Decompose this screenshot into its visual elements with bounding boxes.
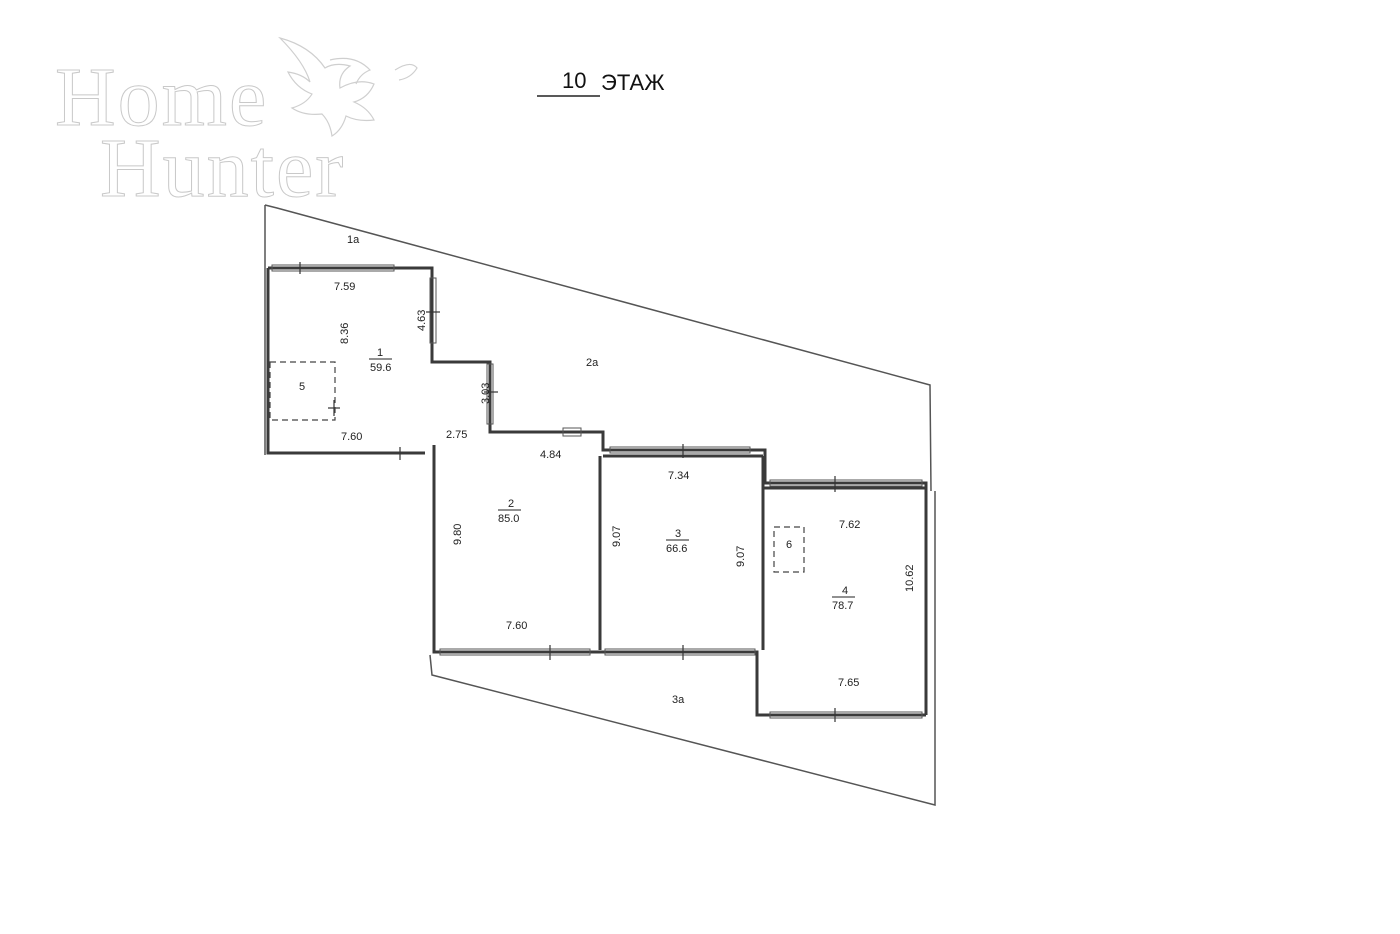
lower-outer-wall	[429, 654, 936, 806]
windows	[271, 264, 923, 719]
upper-outer-wall	[264, 204, 932, 492]
watermark-logo: Home Hunter	[55, 36, 418, 216]
window-corridor	[486, 363, 494, 425]
room3-area: 66.6	[666, 543, 687, 555]
room4-number: 4	[842, 585, 848, 597]
vent-r2	[562, 427, 582, 437]
interior-walls	[266, 266, 928, 717]
dim-r4-bottom: 7.65	[838, 677, 859, 689]
window-r4-bottom	[769, 711, 923, 719]
window-r4-top	[769, 479, 923, 487]
dim-r2-top: 4.84	[540, 449, 561, 461]
room2-label: 2 85.0	[498, 498, 521, 525]
room3-number: 3	[675, 528, 681, 540]
room4-area: 78.7	[832, 600, 853, 612]
room5-number: 5	[299, 381, 305, 393]
balcony-3a-label: 3а	[672, 694, 685, 706]
dim-r3-top: 7.34	[668, 470, 689, 482]
dim-r4-top: 7.62	[839, 519, 860, 531]
balcony-1a-label: 1а	[347, 234, 360, 246]
dim-r3-left: 9.07	[611, 526, 623, 547]
room3-label: 3 66.6	[666, 528, 689, 555]
floor-number: 10	[562, 68, 586, 93]
window-r1-top	[271, 264, 395, 272]
watermark-line1: Home	[55, 51, 268, 144]
window-r1-right	[429, 277, 437, 344]
room4-label: 4 78.7	[832, 585, 855, 612]
dim-r3-right: 9.07	[735, 546, 747, 567]
dim-r2-left: 9.80	[452, 524, 464, 545]
room1-left-bottom-wall	[266, 268, 425, 455]
room6-number: 6	[786, 539, 792, 551]
dim-r4-right: 10.62	[904, 564, 916, 592]
dim-r2-bottom: 7.60	[506, 620, 527, 632]
inner-upper-wall	[268, 266, 928, 715]
tick-marks	[299, 262, 836, 722]
eagle-icon	[277, 36, 418, 137]
outer-walls	[264, 204, 936, 806]
dim-corridor-width: 2.75	[446, 429, 467, 441]
room1-label: 1 59.6	[369, 347, 392, 374]
dim-r1-left: 8.36	[339, 323, 351, 344]
room6-outline	[773, 526, 805, 573]
balcony-2a-label: 2а	[586, 357, 599, 369]
room1-number: 1	[377, 347, 383, 359]
room2-area: 85.0	[498, 513, 519, 525]
floor-word: ЭТАЖ	[601, 70, 665, 95]
watermark-line2: Hunter	[100, 122, 345, 215]
window-r3-bottom	[604, 648, 756, 656]
dim-r1-right: 4.63	[416, 310, 428, 331]
window-r3-top	[609, 446, 751, 454]
window-r2-bottom	[439, 648, 591, 656]
room5-outline	[269, 361, 336, 421]
room2-number: 2	[508, 498, 514, 510]
dim-corridor-step: 3.03	[480, 383, 492, 404]
floor-title: 10 ЭТАЖ	[537, 68, 665, 97]
room1-area: 59.6	[370, 362, 391, 374]
dim-r1-top: 7.59	[334, 281, 355, 293]
inner-lower-wall	[432, 445, 926, 717]
dim-r1-bottom: 7.60	[341, 431, 362, 443]
dimension-labels: 7.59 8.36 4.63 7.60 3.03 2.75 4.84 9.80 …	[334, 281, 916, 689]
